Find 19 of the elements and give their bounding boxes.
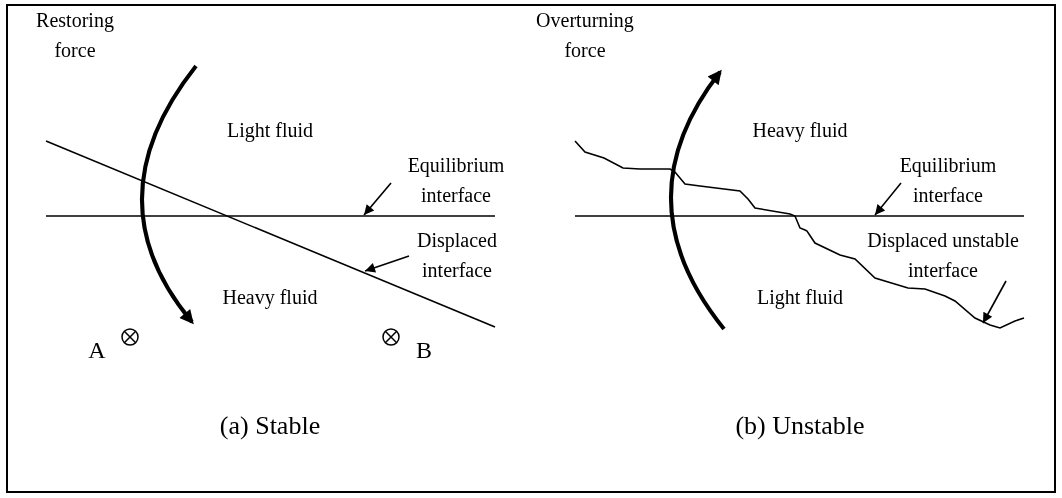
leader-line <box>874 182 902 216</box>
panel-caption: (b) Unstable <box>734 410 866 442</box>
callout-text: Displaced unstable interface <box>843 225 1043 285</box>
leader-line <box>982 280 1007 324</box>
callout-text: Displaced interface <box>401 225 513 285</box>
region-label: Heavy fluid <box>221 285 319 311</box>
force-label: Restoring force <box>35 8 115 63</box>
leader-line <box>363 182 392 216</box>
point-label: B <box>415 336 433 365</box>
point-label: A <box>87 336 107 365</box>
leader-line <box>364 255 410 273</box>
region-label: Light fluid <box>755 285 845 311</box>
panel-caption: (a) Stable <box>218 410 322 442</box>
callout-text: Equilibrium interface <box>383 150 529 210</box>
region-label: Light fluid <box>225 118 315 144</box>
callout-text: Equilibrium interface <box>893 150 1003 210</box>
force-label: Overturning force <box>535 8 635 63</box>
interface-line <box>575 140 1024 329</box>
region-label: Heavy fluid <box>751 118 849 144</box>
